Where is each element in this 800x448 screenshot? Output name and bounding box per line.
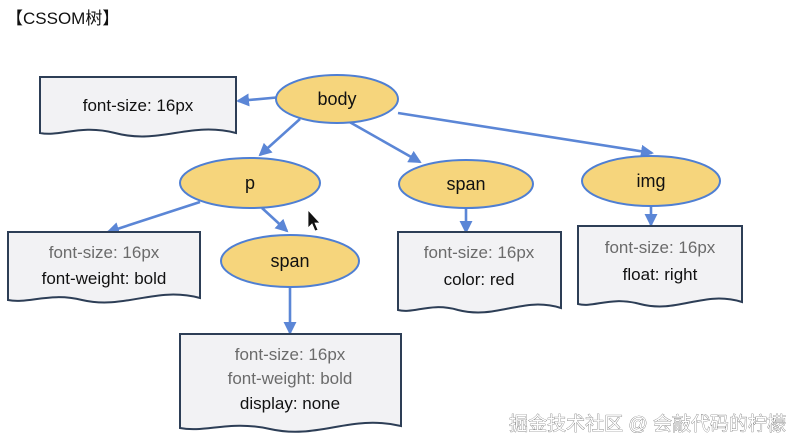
edge-body-to-p xyxy=(258,118,301,157)
style-span-inner-own-1: display: none xyxy=(240,394,340,413)
style-box-body xyxy=(39,76,237,138)
node-body-label: body xyxy=(317,89,356,109)
tree-nodes: body p span span img xyxy=(179,74,721,288)
style-span-inner-inherited-1: font-size: 16px xyxy=(235,345,346,364)
edges xyxy=(106,93,658,335)
style-box-span-right xyxy=(397,231,562,314)
node-body xyxy=(275,74,399,124)
mouse-cursor-icon xyxy=(307,208,321,232)
style-span-inner-inherited-2: font-weight: bold xyxy=(228,369,353,388)
node-img-label: img xyxy=(636,171,665,191)
node-p xyxy=(179,157,321,209)
edge-p-to-span-inner xyxy=(261,207,289,233)
node-span-right xyxy=(398,159,534,209)
style-img-own-1: float: right xyxy=(623,265,698,284)
style-box-span-inner xyxy=(179,333,402,433)
edge-body-to-img xyxy=(397,111,654,158)
node-img xyxy=(581,155,721,207)
style-body-own-1: font-size: 16px xyxy=(83,96,194,115)
style-img-inherited-1: font-size: 16px xyxy=(605,238,716,257)
style-p-inherited-1: font-size: 16px xyxy=(49,243,160,262)
watermark-text: 掘金技术社区 @ 会敲代码的柠檬 xyxy=(509,413,786,435)
style-span-right-own-1: color: red xyxy=(444,270,515,289)
style-span-right-inherited-1: font-size: 16px xyxy=(424,243,535,262)
diagram-title: 【CSSOM树】 xyxy=(6,9,119,28)
node-span-inner-label: span xyxy=(270,251,309,271)
node-span-right-label: span xyxy=(446,174,485,194)
edge-p-to-p-style xyxy=(106,200,201,235)
style-box-p xyxy=(7,231,201,304)
edge-body-to-body-style xyxy=(236,93,283,107)
node-p-label: p xyxy=(245,173,255,193)
node-span-inner xyxy=(220,234,360,288)
style-boxes: font-size: 16px font-size: 16px font-wei… xyxy=(7,76,743,433)
style-box-img xyxy=(577,225,743,308)
style-p-own-1: font-weight: bold xyxy=(42,269,167,288)
edge-body-to-span-right xyxy=(345,118,422,164)
